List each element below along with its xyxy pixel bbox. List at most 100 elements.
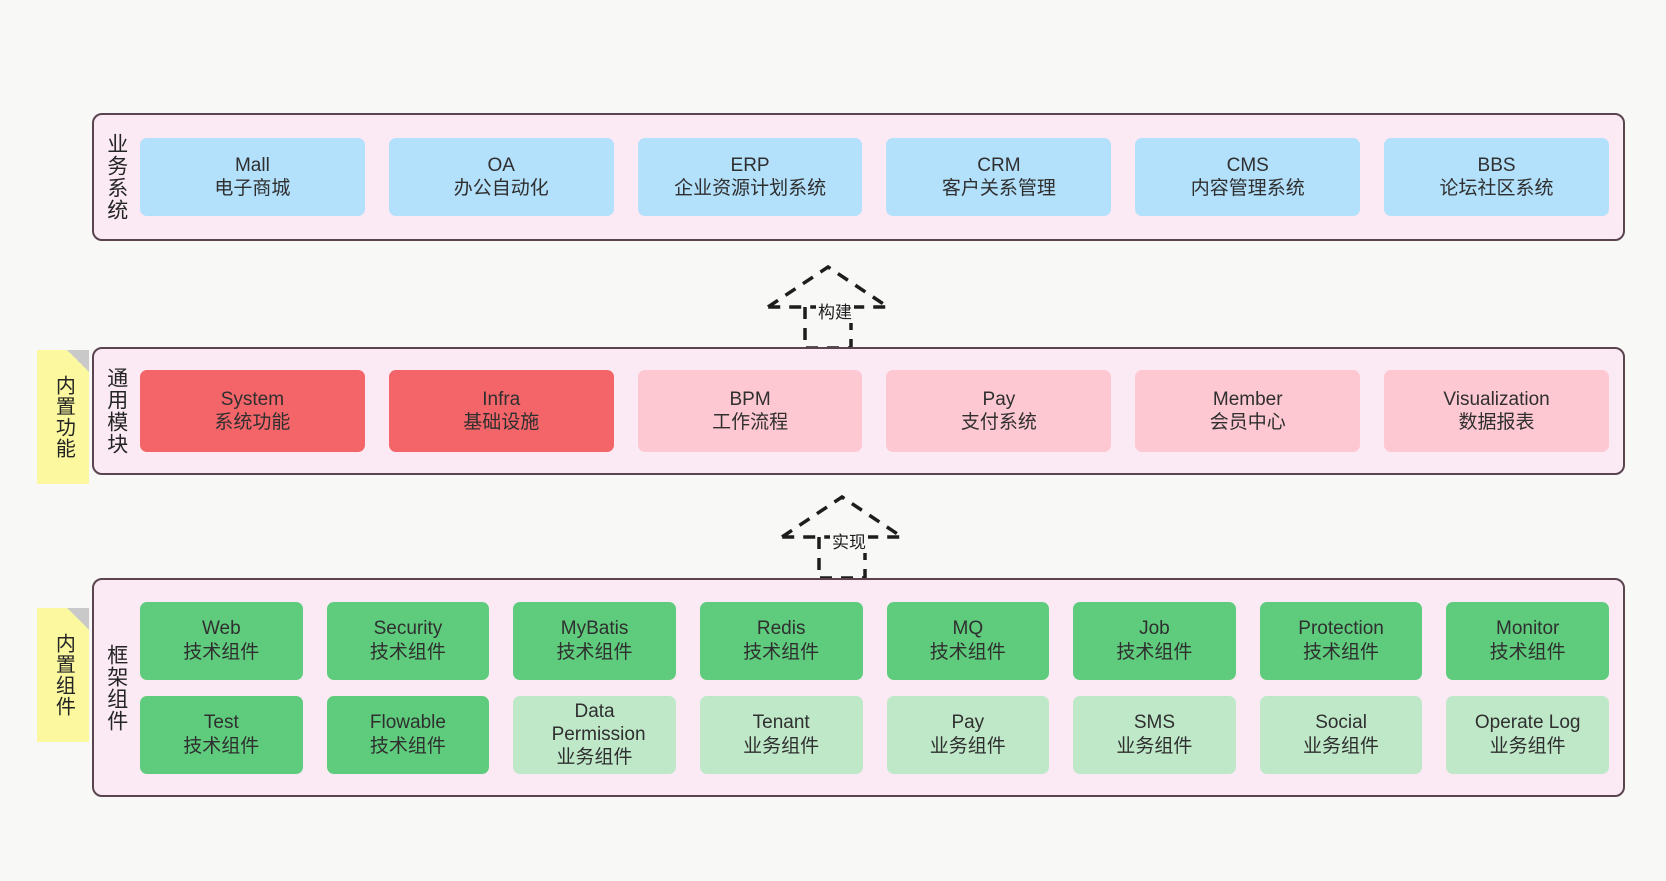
node-title: Data Permission bbox=[551, 700, 646, 745]
node-job[interactable]: Job 技术组件 bbox=[1073, 601, 1236, 680]
node-subtitle: 技术组件 bbox=[183, 735, 260, 757]
node-subtitle: 业务组件 bbox=[1116, 735, 1193, 757]
node-subtitle: 工作流程 bbox=[712, 412, 789, 433]
node-subtitle: 业务组件 bbox=[1303, 735, 1380, 757]
node-crm[interactable]: CRM 客户关系管理 bbox=[886, 138, 1112, 216]
sticky-note-label: 内置功能 bbox=[52, 375, 75, 459]
node-title: Pay bbox=[951, 712, 985, 734]
connector-implement: 实现 bbox=[772, 492, 932, 580]
node-subtitle: 办公自动化 bbox=[453, 178, 549, 199]
node-subtitle: 业务组件 bbox=[743, 735, 820, 757]
node-erp[interactable]: ERP 企业资源计划系统 bbox=[637, 138, 863, 216]
node-subtitle: 技术组件 bbox=[743, 641, 820, 663]
node-subtitle: 内容管理系统 bbox=[1190, 178, 1305, 199]
node-title: BPM bbox=[729, 388, 771, 410]
node-title: Flowable bbox=[369, 712, 446, 734]
node-subtitle: 电子商城 bbox=[214, 178, 291, 199]
layer-business-system: 业务系统 Mall 电子商城 OA 办公自动化 ERP 企业资源计划系统 CRM… bbox=[92, 113, 1625, 241]
node-title: Operate Log bbox=[1474, 712, 1581, 734]
node-title: Monitor bbox=[1496, 618, 1560, 640]
node-visualization[interactable]: Visualization 数据报表 bbox=[1384, 370, 1609, 452]
sticky-note-label: 内置组件 bbox=[52, 633, 75, 717]
node-pay-module[interactable]: Pay 支付系统 bbox=[886, 370, 1112, 452]
node-title: MyBatis bbox=[560, 618, 629, 640]
node-title: BBS bbox=[1477, 154, 1516, 176]
sticky-note-builtin-component: 内置组件 bbox=[37, 608, 89, 742]
node-title: Visualization bbox=[1443, 388, 1550, 410]
node-subtitle: 数据报表 bbox=[1458, 412, 1535, 433]
node-title: OA bbox=[487, 154, 515, 176]
node-row: Mall 电子商城 OA 办公自动化 ERP 企业资源计划系统 CRM 客户关系… bbox=[140, 138, 1609, 216]
node-sms[interactable]: SMS 业务组件 bbox=[1073, 695, 1236, 774]
layer-caption-business-system: 业务系统 bbox=[104, 133, 128, 221]
node-subtitle: 业务组件 bbox=[929, 735, 1006, 757]
node-mall[interactable]: Mall 电子商城 bbox=[140, 138, 365, 216]
node-test[interactable]: Test 技术组件 bbox=[140, 695, 303, 774]
node-subtitle: 技术组件 bbox=[1303, 641, 1380, 663]
node-subtitle: 客户关系管理 bbox=[941, 178, 1056, 199]
node-infra[interactable]: Infra 基础设施 bbox=[388, 370, 614, 452]
node-subtitle: 业务组件 bbox=[1489, 735, 1566, 757]
node-title: Member bbox=[1212, 388, 1283, 410]
node-title: Job bbox=[1139, 618, 1170, 640]
node-title: Test bbox=[203, 712, 239, 734]
node-member[interactable]: Member 会员中心 bbox=[1135, 370, 1361, 452]
node-bpm[interactable]: BPM 工作流程 bbox=[637, 370, 863, 452]
node-title: Infra bbox=[482, 388, 521, 410]
node-subtitle: 技术组件 bbox=[1116, 641, 1193, 663]
node-subtitle: 技术组件 bbox=[929, 641, 1006, 663]
node-flowable[interactable]: Flowable 技术组件 bbox=[326, 695, 490, 774]
node-subtitle: 技术组件 bbox=[369, 641, 446, 663]
node-tenant[interactable]: Tenant 业务组件 bbox=[699, 695, 863, 774]
node-subtitle: 系统功能 bbox=[214, 412, 291, 433]
layer-caption-common-module: 通用模块 bbox=[104, 367, 128, 455]
node-web[interactable]: Web 技术组件 bbox=[140, 601, 303, 680]
node-subtitle: 技术组件 bbox=[1489, 641, 1566, 663]
node-redis[interactable]: Redis 技术组件 bbox=[699, 601, 863, 680]
node-subtitle: 企业资源计划系统 bbox=[674, 178, 827, 199]
layer-body-common-module: System 系统功能 Infra 基础设施 BPM 工作流程 Pay 支付系统… bbox=[138, 349, 1623, 473]
sticky-note-builtin-function: 内置功能 bbox=[37, 350, 89, 484]
node-subtitle: 论坛社区系统 bbox=[1439, 178, 1554, 199]
node-cms[interactable]: CMS 内容管理系统 bbox=[1135, 138, 1361, 216]
layer-common-module: 通用模块 System 系统功能 Infra 基础设施 BPM 工作流程 Pay… bbox=[92, 347, 1625, 475]
node-oa[interactable]: OA 办公自动化 bbox=[388, 138, 614, 216]
node-title: System bbox=[220, 388, 285, 410]
node-title: SMS bbox=[1133, 712, 1176, 734]
node-row: Web 技术组件 Security 技术组件 MyBatis 技术组件 Redi… bbox=[140, 601, 1609, 680]
connector-build-label: 构建 bbox=[816, 298, 854, 323]
node-title: Tenant bbox=[752, 712, 810, 734]
node-row: Test 技术组件 Flowable 技术组件 Data Permission … bbox=[140, 695, 1609, 774]
node-subtitle: 技术组件 bbox=[369, 735, 446, 757]
node-title: CMS bbox=[1226, 154, 1269, 176]
node-title: Web bbox=[201, 618, 241, 640]
layer-body-framework-component: Web 技术组件 Security 技术组件 MyBatis 技术组件 Redi… bbox=[138, 580, 1623, 795]
node-bbs[interactable]: BBS 论坛社区系统 bbox=[1384, 138, 1609, 216]
layer-caption-framework-component: 框架组件 bbox=[104, 643, 128, 732]
node-security[interactable]: Security 技术组件 bbox=[326, 601, 490, 680]
node-title: CRM bbox=[977, 154, 1021, 176]
node-protection[interactable]: Protection 技术组件 bbox=[1259, 601, 1423, 680]
node-operate-log[interactable]: Operate Log 业务组件 bbox=[1446, 695, 1609, 774]
node-subtitle: 支付系统 bbox=[960, 412, 1037, 433]
node-subtitle: 业务组件 bbox=[556, 747, 633, 769]
layer-body-business-system: Mall 电子商城 OA 办公自动化 ERP 企业资源计划系统 CRM 客户关系… bbox=[138, 115, 1623, 239]
node-system[interactable]: System 系统功能 bbox=[140, 370, 365, 452]
node-subtitle: 技术组件 bbox=[183, 641, 260, 663]
node-title: MQ bbox=[952, 618, 984, 640]
node-pay-component[interactable]: Pay 业务组件 bbox=[886, 695, 1050, 774]
node-row: System 系统功能 Infra 基础设施 BPM 工作流程 Pay 支付系统… bbox=[140, 370, 1609, 452]
node-subtitle: 技术组件 bbox=[556, 641, 633, 663]
node-monitor[interactable]: Monitor 技术组件 bbox=[1446, 601, 1609, 680]
node-subtitle: 基础设施 bbox=[463, 412, 540, 433]
node-title: Social bbox=[1315, 712, 1367, 734]
node-mq[interactable]: MQ 技术组件 bbox=[886, 601, 1050, 680]
node-social[interactable]: Social 业务组件 bbox=[1259, 695, 1423, 774]
node-title: Redis bbox=[756, 618, 806, 640]
node-title: Pay bbox=[982, 388, 1016, 410]
node-data-permission[interactable]: Data Permission 业务组件 bbox=[513, 695, 676, 774]
node-subtitle: 会员中心 bbox=[1209, 412, 1286, 433]
node-mybatis[interactable]: MyBatis 技术组件 bbox=[513, 601, 676, 680]
note-fold-corner bbox=[67, 350, 89, 372]
